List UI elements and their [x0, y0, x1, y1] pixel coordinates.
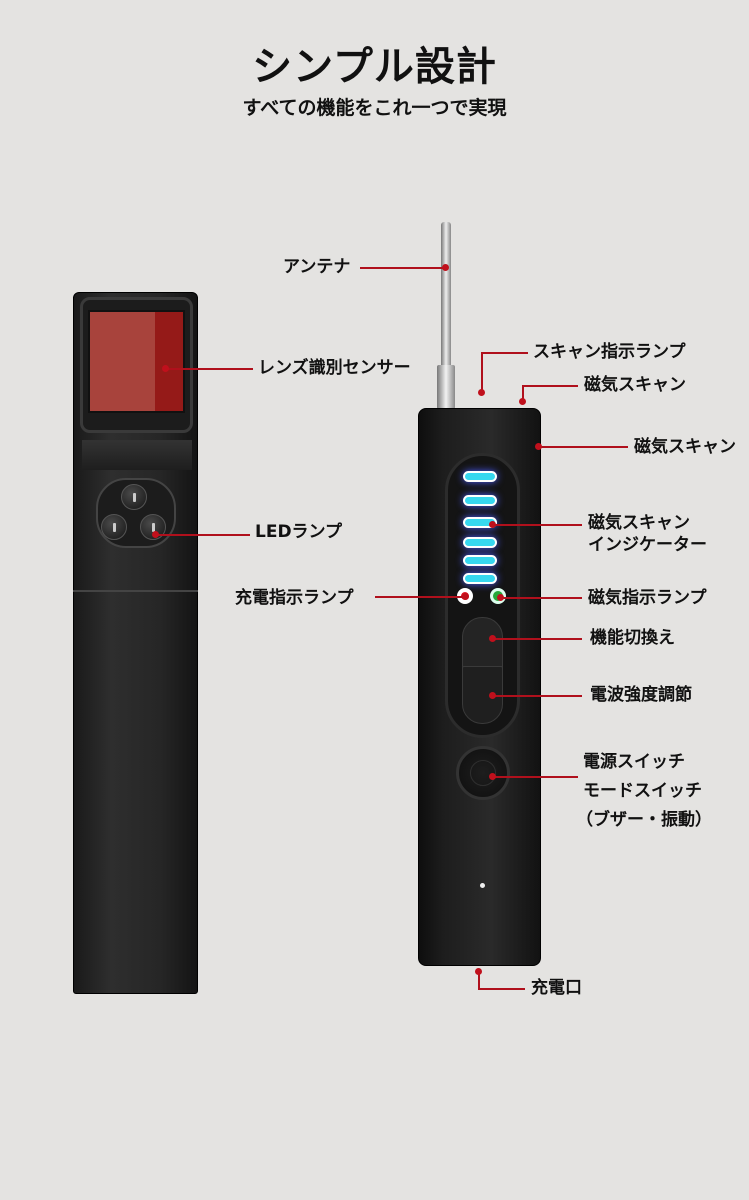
function-switch-button[interactable] — [462, 617, 503, 675]
indicator-bar — [463, 471, 497, 482]
charge-port — [480, 883, 485, 888]
label-scan-indicator: スキャン指示ランプ — [533, 342, 686, 362]
page-subtitle: すべての機能をこれ一つで実現 — [242, 97, 507, 119]
label-signal-adjust: 電波強度調節 — [590, 685, 692, 705]
label-led-lamp: LEDランプ — [255, 522, 343, 542]
label-magnetic-scan-top: 磁気スキャン — [584, 375, 686, 395]
label-function-switch: 機能切換え — [590, 628, 675, 648]
label-magnetic-scan-side: 磁気スキャン — [634, 437, 736, 457]
lens-sensor — [88, 310, 185, 413]
label-power-line2: モードスイッチ — [583, 781, 702, 801]
label-magnetic-indicator: 磁気指示ランプ — [588, 588, 707, 608]
antenna — [441, 222, 451, 410]
indicator-bar — [463, 517, 497, 528]
label-charge-indicator: 充電指示ランプ — [235, 588, 354, 608]
device-seam — [73, 590, 198, 592]
label-antenna: アンテナ — [283, 257, 351, 277]
page-title: シンプル設計 — [252, 44, 497, 90]
label-indicator-line1: 磁気スキャン — [588, 513, 690, 533]
label-power-line3: （ブザー・振動） — [576, 810, 712, 830]
label-power-line1: 電源スイッチ — [583, 752, 685, 772]
device-band — [82, 440, 192, 470]
led-top — [121, 484, 147, 510]
label-indicator-line2: インジケーター — [588, 535, 707, 555]
indicator-bar — [463, 555, 497, 566]
indicator-bar — [463, 573, 497, 584]
indicator-bar — [463, 537, 497, 548]
label-lens-sensor: レンズ識別センサー — [258, 358, 411, 378]
led-left — [101, 514, 127, 540]
antenna-base — [437, 365, 455, 409]
label-charge-port: 充電口 — [531, 978, 582, 998]
power-icon — [470, 760, 496, 786]
indicator-bar — [463, 495, 497, 506]
